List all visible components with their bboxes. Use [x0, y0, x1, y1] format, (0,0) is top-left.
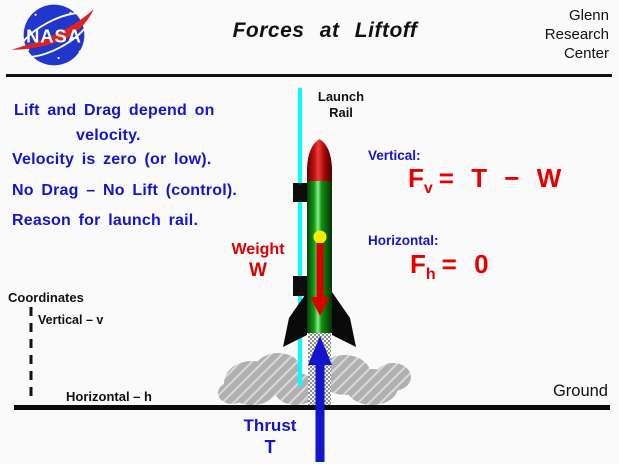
center-of-gravity-dot — [313, 230, 327, 244]
note-line: Lift and Drag depend on — [14, 102, 215, 119]
rocket-illustration — [283, 139, 356, 347]
weight-arrow — [310, 243, 330, 316]
vertical-heading: Vertical: — [368, 148, 421, 163]
nasa-logo-text: NASA — [26, 25, 82, 46]
rocket-nose-cone — [307, 139, 332, 181]
org-name: Glenn Research Center — [545, 6, 609, 63]
vertical-axis-label: Vertical – v — [38, 313, 104, 327]
nasa-logo-swoosh — [11, 9, 94, 50]
ground-line — [14, 405, 610, 410]
ground-label: Ground — [552, 382, 608, 400]
horizontal-axis-label: Horizontal – h — [66, 389, 152, 404]
horizontal-heading: Horizontal: — [368, 233, 439, 248]
org-line: Research — [544, 26, 609, 43]
rail-clamp-upper — [293, 183, 307, 202]
note-line: Velocity is zero (or low). — [12, 151, 212, 168]
launch-rail-label: Launch Rail — [317, 89, 365, 120]
weight-label: Weight W — [222, 241, 294, 282]
thrust-symbol: T — [264, 437, 276, 457]
rail-clamp-lower — [293, 276, 307, 296]
header-divider — [6, 74, 612, 77]
coordinates-label: Coordinates — [8, 290, 84, 305]
note-line: No Drag – No Lift (control). — [12, 182, 238, 199]
rocket-fin-left — [283, 292, 307, 347]
org-line: Center — [563, 45, 609, 62]
page-title: Forces at Liftoff — [232, 19, 418, 42]
org-line: Glenn — [568, 7, 609, 24]
thrust-arrow — [308, 336, 332, 462]
thrust-label: Thrust T — [230, 416, 310, 458]
note-line: velocity. — [76, 127, 141, 144]
exhaust-smoke — [218, 353, 411, 405]
rocket-fin-right — [332, 292, 356, 347]
vertical-force-equation: Fv= T − W — [408, 163, 562, 198]
weight-symbol: W — [249, 260, 267, 281]
horizontal-force-equation: Fh= 0 — [410, 249, 489, 284]
nasa-logo: NASA — [11, 4, 94, 66]
note-line: Reason for launch rail. — [12, 212, 199, 229]
